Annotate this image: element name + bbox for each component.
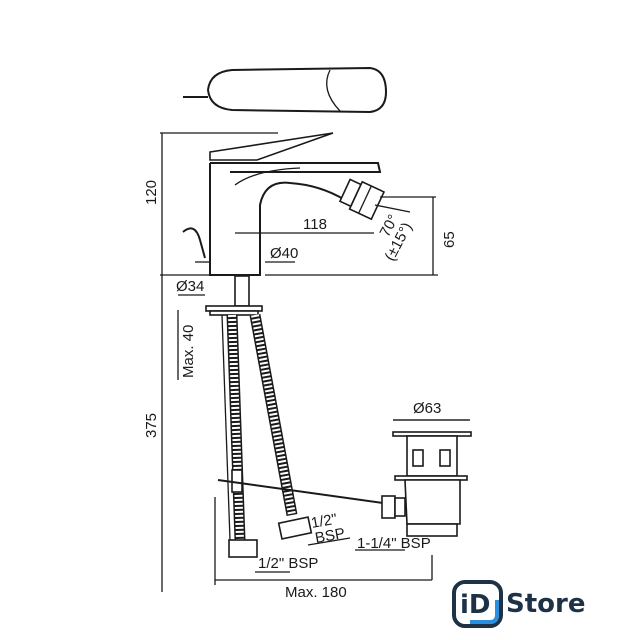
dim-max-40: Max. 40: [180, 325, 197, 378]
dim-65: 65: [441, 231, 458, 248]
dim-120: 120: [143, 180, 160, 205]
logo-text: Store: [506, 589, 585, 619]
dim-waste-thread: 1-1/4" BSP: [357, 535, 431, 552]
dim-waste-diameter: Ø63: [413, 400, 441, 417]
dim-body-diameter: Ø40: [270, 245, 298, 262]
pop-up-waste: [381, 419, 472, 537]
dim-375: 375: [143, 413, 160, 438]
flexible-hoses: [221, 313, 313, 558]
top-view-handle: [183, 66, 388, 114]
dim-hose-connection-bsp: BSP: [314, 525, 347, 547]
dim-hose-connection: 1/2": [310, 511, 339, 532]
logo-mark: iD: [460, 590, 491, 620]
dim-shank-diameter: Ø34: [176, 278, 204, 295]
pop-up-rod: [217, 479, 384, 504]
dim-118: 118: [303, 216, 327, 233]
dimension-lines: [161, 133, 470, 592]
idstore-logo: iD Store: [452, 580, 585, 628]
dim-max-180: Max. 180: [285, 584, 347, 601]
mixer-side-view: [160, 132, 438, 316]
dim-hose-connection-2: 1/2" BSP: [258, 555, 318, 572]
